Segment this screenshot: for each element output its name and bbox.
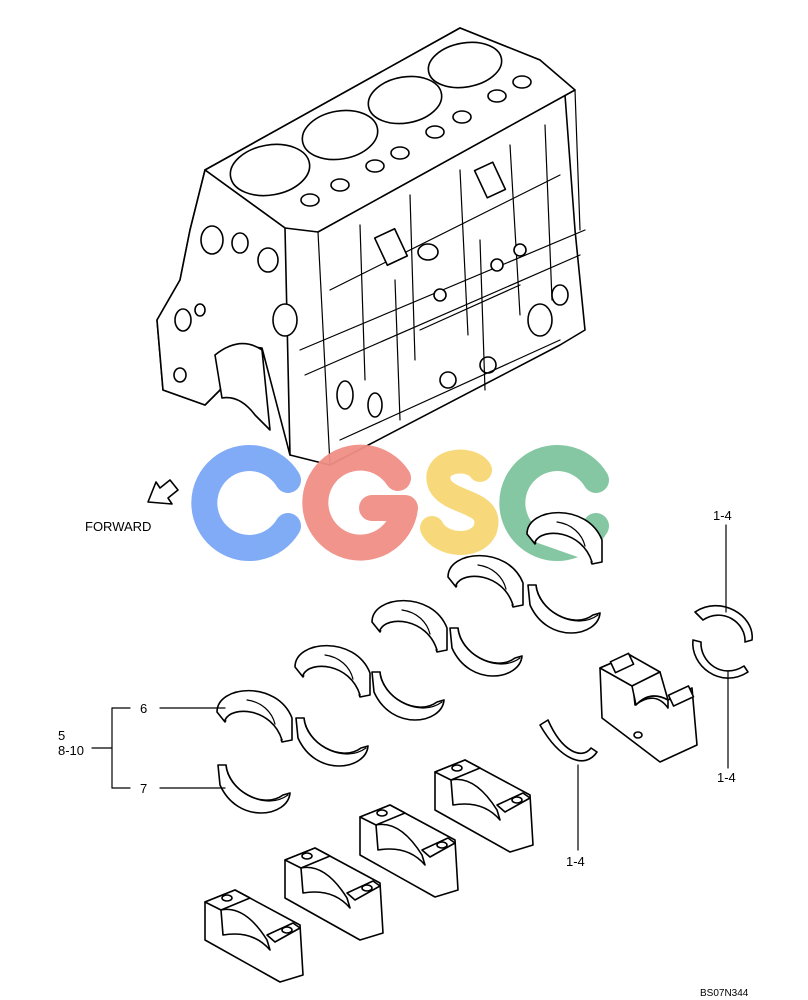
lower-shell-1 [217,764,291,814]
upper-shell-5 [526,511,603,565]
forward-label: FORWARD [85,519,151,534]
callout-1-4-right: 1-4 [717,770,736,785]
bearing-cap-3 [359,804,459,898]
upper-bearing-shells [216,511,603,743]
lower-bearing-shells [217,584,601,814]
main-bearing-caps [204,759,534,983]
lower-shell-4 [449,627,523,677]
reference-code: BS07N344 [700,988,749,999]
watermark-letter-g [302,444,418,561]
upper-shell-4 [447,554,524,608]
lower-shell-3 [371,671,445,721]
callout-1-4-bottom: 1-4 [566,854,585,869]
bearing-cap-2 [284,847,384,941]
bearing-cap-1 [204,889,304,983]
forward-arrow-icon [147,479,179,505]
callout-8-10: 8-10 [58,743,84,758]
callout-7: 7 [140,781,147,796]
bearing-cap-4 [434,759,534,853]
rear-bearing-cap [599,652,698,763]
thrust-washer-upper [694,605,753,643]
upper-shell-2 [294,644,371,698]
callout-1-4-top: 1-4 [713,508,732,523]
lower-shell-5 [527,584,601,634]
watermark-letter-s [420,449,499,555]
thrust-washer-lower [692,639,749,679]
thrust-washers [539,605,753,762]
callout-5: 5 [58,728,65,743]
watermark-letter-c1 [191,445,301,561]
thrust-washer-single [539,719,598,762]
cylinder-block [156,27,586,466]
callout-6: 6 [140,701,147,716]
leader-lines [91,524,729,851]
upper-shell-3 [371,599,448,653]
upper-shell-1 [216,689,293,743]
lower-shell-2 [295,717,369,767]
